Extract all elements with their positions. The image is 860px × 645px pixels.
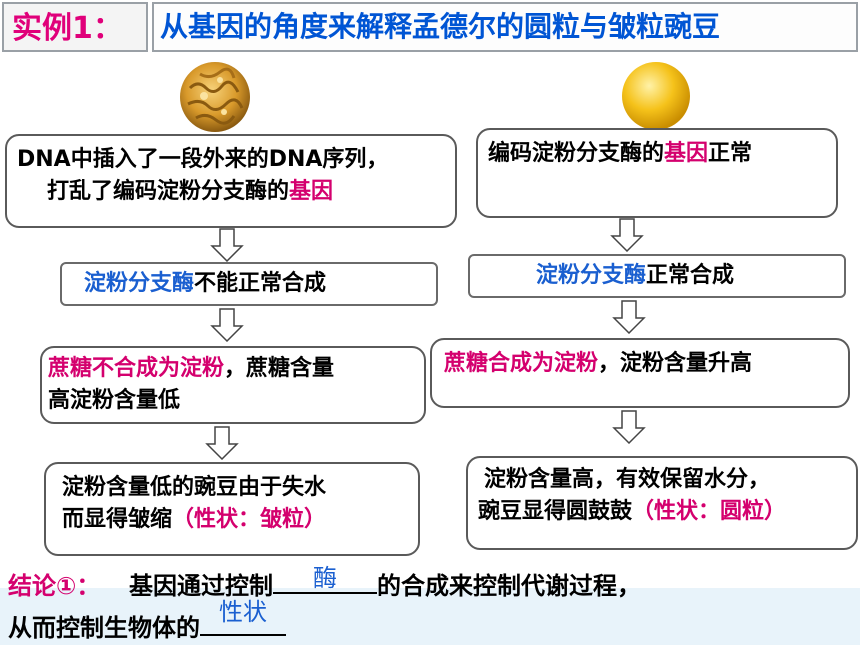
conclusion-label: 结论①：: [8, 572, 101, 600]
left-step2-rest: 不能正常合成: [194, 271, 327, 296]
left-step4-line2-prefix: 而显得皱缩: [62, 507, 173, 532]
right-step1-box: 编码淀粉分支酶的基因正常: [476, 128, 838, 218]
right-step4-line1: 淀粉含量高，有效保留水分，: [484, 467, 771, 492]
right-step2-enzyme-highlight: 淀粉分支酶: [536, 263, 647, 288]
right-step1-gene-highlight: 基因: [664, 141, 709, 166]
left-step3-rest: ，蔗糖含量: [224, 356, 335, 381]
right-step4-box: 淀粉含量高，有效保留水分， 豌豆显得圆鼓鼓（性状：圆粒）: [466, 456, 858, 550]
conclusion-text-b: 的合成来控制代谢过程，: [377, 572, 642, 600]
conclusion-text-a: 基因通过控制: [129, 572, 274, 600]
right-step1-suffix: 正常: [708, 141, 753, 166]
down-arrow-icon: [612, 300, 646, 334]
page-title: 从基因的角度来解释孟德尔的圆粒与皱粒豌豆: [152, 2, 858, 52]
left-step1-line2-prefix: 打乱了编码淀粉分支酶的: [47, 179, 290, 204]
down-arrow-icon: [612, 410, 646, 444]
right-step3-highlight: 蔗糖合成为淀粉: [444, 351, 599, 376]
conclusion-line2: 从而控制生物体的性状: [8, 598, 286, 643]
wrinkled-pea-image: [180, 62, 250, 132]
left-step2-box: 淀粉分支酶不能正常合成: [60, 262, 438, 306]
left-step3-highlight: 蔗糖不合成为淀粉: [48, 356, 225, 381]
left-step3-box: 蔗糖不合成为淀粉，蔗糖含量 高淀粉含量低: [40, 346, 426, 424]
left-step4-trait-highlight: （性状：皱粒）: [172, 507, 327, 532]
left-step2-enzyme-highlight: 淀粉分支酶: [84, 271, 195, 296]
right-step2-rest: 正常合成: [646, 263, 735, 288]
down-arrow-icon: [610, 218, 644, 252]
left-step1-gene-highlight: 基因: [289, 179, 334, 204]
right-step4-trait-highlight: （性状：圆粒）: [632, 499, 787, 524]
down-arrow-icon: [210, 228, 244, 262]
left-step1-box: DNA中插入了一段外来的DNA序列， 打乱了编码淀粉分支酶的基因: [5, 134, 457, 228]
answer-enzyme: 酶: [313, 564, 338, 592]
left-step1-line1: DNA中插入了一段外来的DNA序列，: [17, 147, 389, 172]
conclusion-line1: 结论①： 基因通过控制 酶 的合成来控制代谢过程，: [8, 562, 641, 601]
right-step1-prefix: 编码淀粉分支酶的: [488, 141, 665, 166]
answer-blank-enzyme: 酶: [273, 562, 378, 594]
down-arrow-icon: [210, 308, 244, 342]
answer-trait: 性状: [219, 598, 267, 626]
left-step3-line2: 高淀粉含量低: [48, 388, 181, 413]
left-step4-line1: 淀粉含量低的豌豆由于失水: [62, 475, 327, 500]
example-label: 实例1：: [2, 2, 148, 52]
left-step4-box: 淀粉含量低的豌豆由于失水 而显得皱缩（性状：皱粒）: [44, 462, 420, 556]
down-arrow-icon: [205, 426, 239, 460]
right-step3-rest: ，淀粉含量升高: [598, 351, 753, 376]
conclusion-background: [0, 588, 860, 645]
answer-blank-trait: 性状: [200, 598, 286, 636]
conclusion-text-c: 从而控制生物体的: [8, 614, 200, 642]
right-step4-line2-prefix: 豌豆显得圆鼓鼓: [478, 499, 633, 524]
round-pea-image: [622, 62, 690, 130]
right-step2-box: 淀粉分支酶正常合成: [468, 254, 846, 298]
right-step3-box: 蔗糖合成为淀粉，淀粉含量升高: [430, 338, 850, 408]
